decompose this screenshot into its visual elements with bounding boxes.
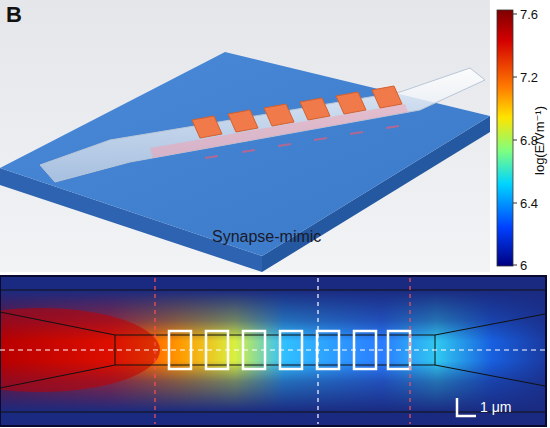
colorbar-title: log(E/Vm⁻¹)	[532, 106, 545, 175]
colorbar-tick: 7.2	[520, 71, 538, 84]
colorbar-tick: 7.6	[520, 8, 538, 21]
colorbar-tick: 6	[520, 259, 527, 272]
colorbar-tick: 6.4	[520, 197, 538, 210]
panel-letter: B	[6, 4, 22, 26]
illustration-caption: Synapse-mimic	[212, 229, 321, 245]
scale-label: 1 μm	[480, 400, 511, 414]
